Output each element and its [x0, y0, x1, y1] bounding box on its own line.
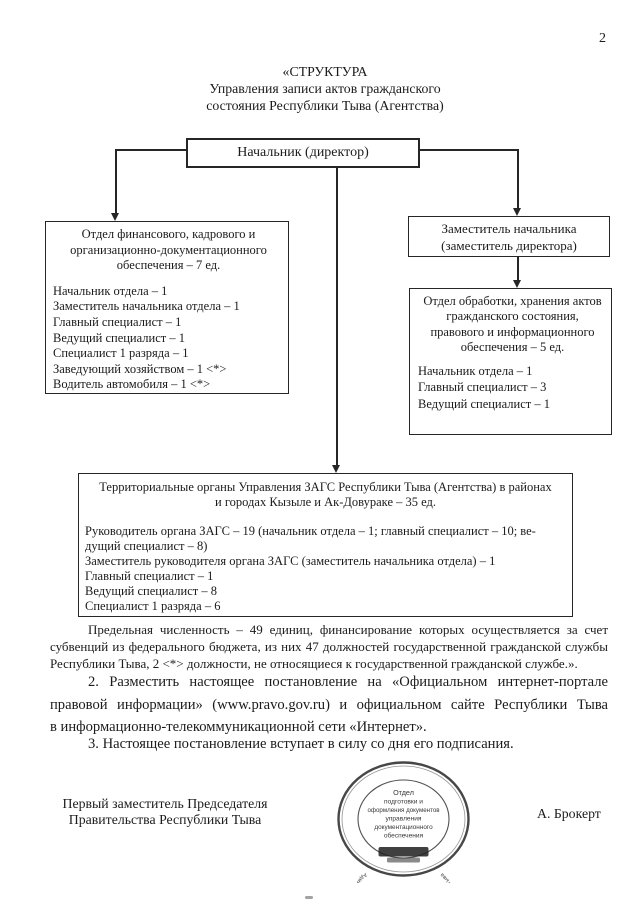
connector-director-to-territorial-vertical: [336, 167, 338, 466]
signer-name: А. Брокерт: [537, 806, 601, 821]
paragraph-line: в информационно-телекоммуникационной сет…: [50, 719, 427, 736]
staff-item: дущий специалист – 8): [85, 539, 208, 554]
arrowhead-finance: [111, 213, 119, 221]
deputy-box-line: Заместитель начальника: [441, 220, 577, 236]
finance-dept-header-line: организационно-документационного: [70, 242, 267, 257]
stamp-inner-text-line: подготовки и: [384, 799, 423, 806]
page-number: 2: [599, 31, 606, 46]
territorial-box: Территориальные органы Управления ЗАГС Р…: [78, 473, 573, 617]
staff-item: Главный специалист – 3: [418, 380, 547, 395]
staff-item: Руководитель органа ЗАГС – 19 (начальник…: [85, 524, 536, 538]
staff-item: Заместитель руководителя органа ЗАГС (за…: [85, 554, 496, 569]
deputy-box: Заместитель начальника (заместитель дире…: [408, 216, 610, 257]
title-line: «СТРУКТУРА: [282, 64, 368, 79]
signer-position: Первый заместитель Председателя Правител…: [60, 796, 270, 829]
processing-dept-header-line: правового и информационного: [430, 324, 595, 339]
staff-item: Главный специалист – 1: [53, 314, 182, 329]
paragraph-line: 3. Настоящее постановление вступает в си…: [88, 736, 514, 752]
connector-director-to-deputy-vertical: [517, 149, 519, 209]
director-box-label: Начальник (директор): [237, 145, 369, 160]
stamp-inner-text-line: документационного: [374, 824, 433, 831]
processing-dept-header-line: гражданского состояния,: [446, 309, 579, 324]
staff-item: Ведущий специалист – 8: [85, 584, 217, 599]
paragraph-line: Предельная численность – 49 единиц, фина…: [88, 622, 608, 637]
finance-dept-header-line: Отдел финансового, кадрового и: [81, 227, 256, 241]
paragraph-staff-limit: Предельная численность – 49 единиц, фина…: [50, 621, 608, 672]
territorial-header-line: и городах Кызыле и Ак-Довураке – 35 ед.: [215, 495, 436, 509]
staff-item: Начальник отдела – 1: [53, 283, 168, 298]
spacer: [418, 356, 607, 363]
stamp-inner-text-line: Отдел: [393, 788, 414, 797]
stamp-inner-text-line: оформления документов: [367, 807, 440, 814]
territorial-header-line: Территориальные органы Управления ЗАГС Р…: [99, 480, 552, 494]
connector-director-to-finance-horizontal: [115, 149, 187, 151]
connector-director-to-finance-vertical: [115, 149, 117, 214]
staff-item: Специалист 1 разряда – 6: [85, 599, 221, 614]
staff-item: Начальник отдела – 1: [418, 363, 533, 378]
connector-director-to-deputy-horizontal: [420, 149, 518, 151]
stamp-inner-text-line: обеспечения: [384, 832, 424, 840]
staff-item: Водитель автомобиля – 1 <*>: [53, 377, 211, 392]
official-round-stamp: Администрация Главы Республики Тыва и Ап…: [337, 761, 470, 883]
staff-item: Ведущий специалист – 1: [53, 330, 185, 345]
finance-dept-box: Отдел финансового, кадрового и организац…: [45, 221, 289, 394]
director-box: Начальник (директор): [186, 138, 420, 168]
paragraph-line: правовой информации» (www.pravo.gov.ru) …: [50, 696, 608, 713]
processing-dept-box: Отдел обработки, хранения актов гражданс…: [409, 288, 612, 435]
spacer: [53, 274, 284, 284]
paragraph-item-2: 2. Разместить настоящее постановление на…: [50, 671, 608, 739]
arrowhead-territorial: [332, 465, 340, 473]
signer-position-line: Первый заместитель Председателя: [62, 796, 268, 811]
scan-artifact-dot: [305, 896, 313, 899]
staff-item: Ведущий специалист – 1: [418, 396, 550, 411]
paragraph-line: субвенций из федерального бюджета, из ни…: [50, 639, 608, 654]
arrowhead-processing: [513, 280, 521, 288]
deputy-box-line: (заместитель директора): [441, 237, 577, 253]
paragraph-line: 2. Разместить настоящее постановление на…: [88, 674, 608, 690]
stamp-ring-text: Администрация Главы Республики Тыва и Ап…: [347, 871, 460, 883]
signer-position-line: Правительства Республики Тыва: [68, 812, 262, 828]
stamp-outer-ring: [337, 761, 470, 877]
connector-deputy-to-processing-vertical: [517, 257, 519, 281]
stamp-ink-smudge: [378, 847, 429, 857]
finance-dept-header-line: обеспечения – 7 ед.: [116, 258, 221, 273]
paragraph-item-3: 3. Настоящее постановление вступает в си…: [50, 733, 608, 756]
processing-dept-header-line: Отдел обработки, хранения актов: [423, 294, 602, 308]
staff-item: Главный специалист – 1: [85, 569, 214, 584]
title-line: Управления записи актов гражданского: [209, 80, 441, 96]
staff-item: Заместитель начальника отдела – 1: [53, 299, 240, 314]
paragraph-line: Республики Тыва, 2 <*> должности, не отн…: [50, 656, 578, 671]
staff-item: Заведующий хозяйством – 1 <*>: [53, 361, 227, 376]
spacer: [85, 510, 566, 524]
processing-dept-header-line: обеспечения – 5 ед.: [460, 340, 565, 355]
stamp-outer-ring-inner-edge: [341, 765, 466, 873]
document-title: «СТРУКТУРА Управления записи актов гражд…: [135, 64, 515, 114]
title-line: состояния Республики Тыва (Агентства): [206, 97, 444, 113]
stamp-ink-smudge: [387, 857, 420, 863]
arrowhead-deputy: [513, 208, 521, 216]
staff-item: Специалист 1 разряда – 1: [53, 346, 189, 361]
stamp-inner-text-line: управления: [386, 816, 422, 823]
